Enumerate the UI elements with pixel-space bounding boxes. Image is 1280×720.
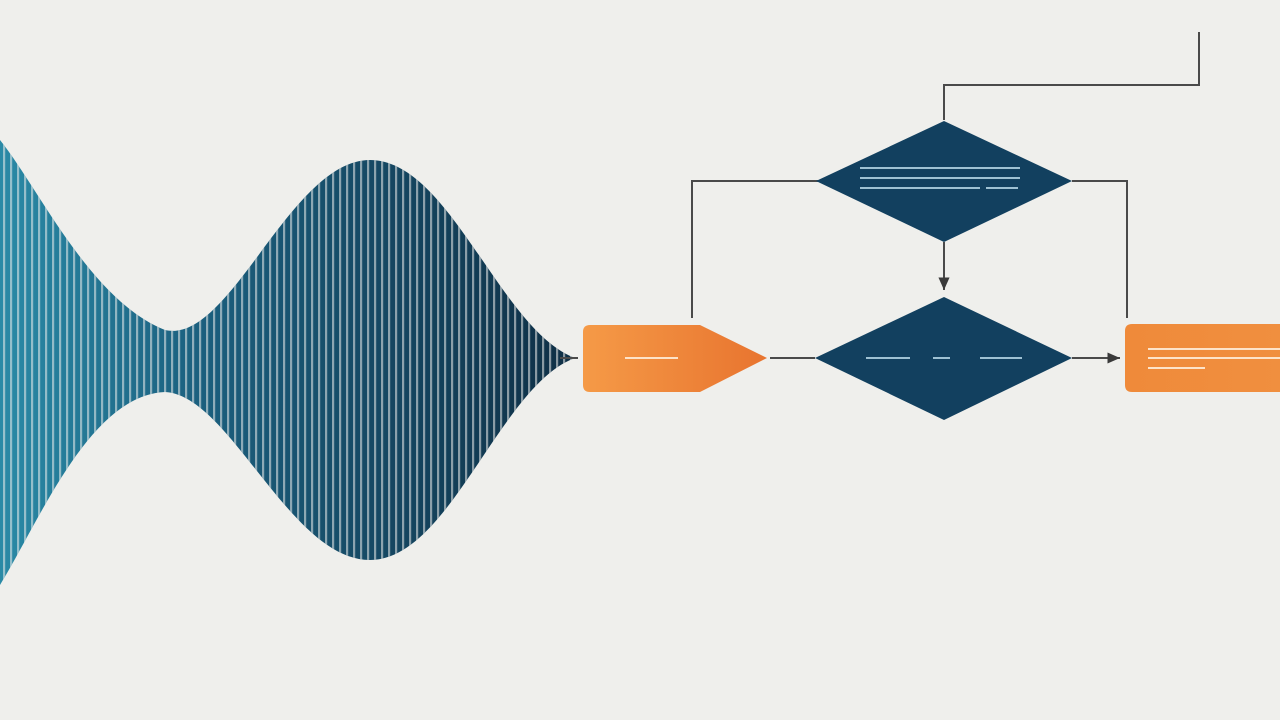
waveform-stripe: [234, 140, 237, 585]
waveform-stripe: [381, 140, 384, 585]
waveform-stripe: [283, 140, 286, 585]
waveform-stripe: [332, 140, 335, 585]
waveform-stripe: [38, 140, 41, 585]
connector-top-left: [691, 180, 818, 318]
waveform-stripe: [479, 140, 482, 585]
waveform-stripe: [353, 140, 356, 585]
waveform-stripe: [164, 140, 167, 585]
waveform-stripe: [227, 140, 230, 585]
waveform-stripe: [290, 140, 293, 585]
waveform-stripe: [45, 140, 48, 585]
waveform-body: [0, 140, 575, 585]
waveform-stripe: [423, 140, 426, 585]
waveform-stripe: [185, 140, 188, 585]
waveform-stripe: [150, 140, 153, 585]
waveform-stripe: [325, 140, 328, 585]
waveform-stripe: [80, 140, 83, 585]
input-arrow-node: [583, 325, 767, 392]
waveform-stripe: [472, 140, 475, 585]
waveform-stripe: [507, 140, 510, 585]
waveform-stripe: [535, 140, 538, 585]
waveform-stripe: [430, 140, 433, 585]
waveform-stripe: [521, 140, 524, 585]
waveform-stripe: [500, 140, 503, 585]
waveform-stripe: [10, 140, 13, 585]
waveform-stripe: [570, 140, 573, 585]
waveform-stripe: [248, 140, 251, 585]
waveform-stripe: [346, 140, 349, 585]
waveform-stripe: [374, 140, 377, 585]
waveform-stripe: [241, 140, 244, 585]
waveform-stripe: [3, 140, 6, 585]
center-decision-node: [815, 297, 1072, 420]
waveform-stripe: [542, 140, 545, 585]
waveform-stripe: [122, 140, 125, 585]
waveform-stripe: [416, 140, 419, 585]
waveform-stripe: [388, 140, 391, 585]
waveform-stripe: [318, 140, 321, 585]
waveform-stripe: [451, 140, 454, 585]
waveform-stripe: [367, 140, 370, 585]
connector-top-exit: [943, 32, 1200, 120]
waveform-stripes: [3, 120, 579, 600]
waveform-stripe: [171, 140, 174, 585]
waveform-stripe: [437, 140, 440, 585]
waveform-stripe: [514, 140, 517, 585]
waveform-stripe: [465, 140, 468, 585]
waveform-stripe: [297, 140, 300, 585]
waveform-stripe: [556, 140, 559, 585]
top-decision-diamond: [816, 121, 1072, 242]
waveform-stripe: [31, 140, 34, 585]
waveform-stripe: [17, 140, 20, 585]
waveform-stripe: [59, 140, 62, 585]
connectors: [560, 32, 1200, 364]
top-decision-node: [816, 121, 1072, 242]
waveform-stripe: [339, 140, 342, 585]
waveform-shape: [0, 120, 579, 600]
waveform-stripe: [129, 140, 132, 585]
waveform-stripe: [206, 140, 209, 585]
waveform-stripe: [220, 140, 223, 585]
waveform-stripe: [262, 140, 265, 585]
waveform-stripe: [178, 140, 181, 585]
waveform-stripe: [304, 140, 307, 585]
waveform-stripe: [311, 140, 314, 585]
output-box-node: [1125, 324, 1280, 392]
waveform-stripe: [528, 140, 531, 585]
waveform-stripe: [94, 140, 97, 585]
waveform-stripe: [493, 140, 496, 585]
waveform-stripe: [199, 140, 202, 585]
waveform-stripe: [157, 140, 160, 585]
waveform-stripe: [255, 140, 258, 585]
waveform-stripe: [360, 140, 363, 585]
waveform-stripe: [409, 140, 412, 585]
waveform-stripe: [444, 140, 447, 585]
waveform-stripe: [213, 140, 216, 585]
waveform-stripe: [486, 140, 489, 585]
waveform-stripe: [143, 140, 146, 585]
waveform-stripe: [563, 140, 566, 585]
waveform-stripe: [136, 140, 139, 585]
waveform-stripe: [269, 140, 272, 585]
waveform-stripe: [24, 140, 27, 585]
waveform-stripe: [192, 140, 195, 585]
waveform-stripe: [458, 140, 461, 585]
waveform-stripe: [66, 140, 69, 585]
waveform-stripe: [73, 140, 76, 585]
waveform-stripe: [395, 140, 398, 585]
waveform-stripe: [101, 140, 104, 585]
waveform-stripe: [115, 140, 118, 585]
waveform-stripe: [108, 140, 111, 585]
connector-top-right: [1072, 180, 1128, 318]
waveform-stripe: [276, 140, 279, 585]
waveform-stripe: [52, 140, 55, 585]
waveform-stripe: [87, 140, 90, 585]
waveform-stripe: [577, 120, 579, 600]
waveform-stripe: [549, 140, 552, 585]
waveform-stripe: [402, 140, 405, 585]
